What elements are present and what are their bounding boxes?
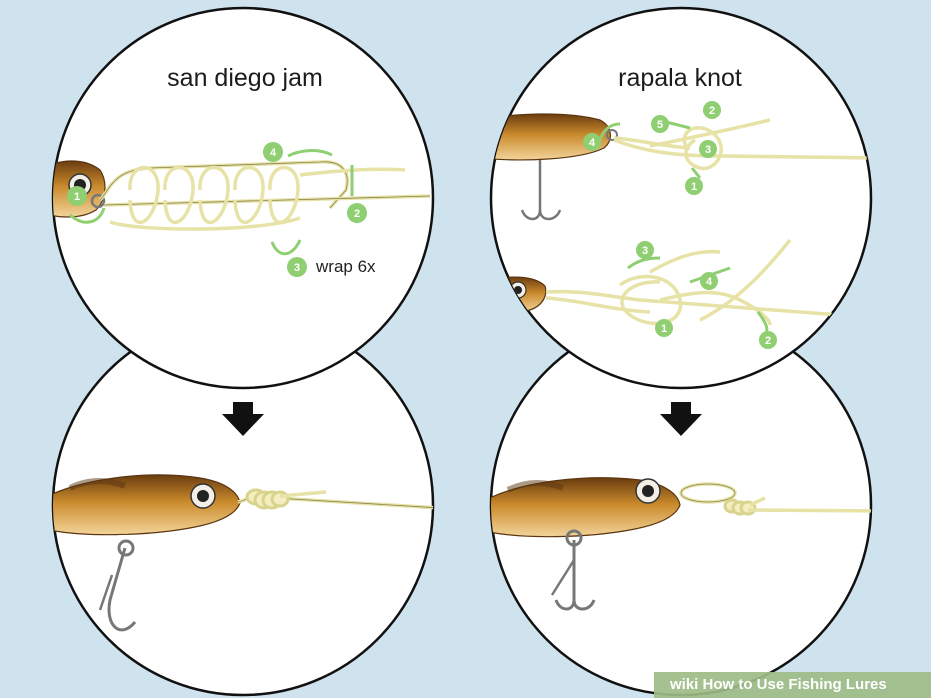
step-number: 4 xyxy=(589,137,596,149)
down-arrow xyxy=(660,402,702,436)
watermark-banner: wiki How to Use Fishing Lures xyxy=(654,672,931,698)
step-number: 3 xyxy=(642,245,648,257)
step-number: 1 xyxy=(74,191,80,203)
step-number: 1 xyxy=(661,323,667,335)
lure-body xyxy=(491,477,681,538)
step-number: 4 xyxy=(270,147,277,159)
down-arrow xyxy=(222,402,264,436)
wrap-count-label: wrap 6x xyxy=(316,257,376,276)
watermark-title: How to Use Fishing Lures xyxy=(702,676,887,693)
hook xyxy=(107,547,137,632)
step-number: 2 xyxy=(765,335,771,347)
knot-title-left: san diego jam xyxy=(167,64,323,92)
step-markers: 1 2 3 4 xyxy=(67,142,367,277)
lure-body xyxy=(491,276,547,313)
step-markers: 1 2 3 4 5 1 2 3 4 xyxy=(583,101,777,349)
top-left-panel: 1 2 3 4 xyxy=(51,6,435,390)
wraps xyxy=(109,165,301,231)
top-right-panel: 1 2 3 4 5 1 2 3 4 xyxy=(489,6,873,390)
knot-title-right: rapala knot xyxy=(618,64,742,92)
step-number: 2 xyxy=(709,105,715,117)
lure-body xyxy=(491,113,611,161)
step-arrows xyxy=(69,149,354,256)
watermark-brand: wiki xyxy=(670,676,699,693)
step-number: 3 xyxy=(294,262,300,274)
knot-line xyxy=(747,508,871,513)
step-number: 2 xyxy=(354,208,360,220)
step-number: 3 xyxy=(705,144,711,156)
step-number: 1 xyxy=(691,181,697,193)
bottom-left-panel xyxy=(51,313,435,697)
step-number: 4 xyxy=(706,276,713,288)
bottom-right-panel xyxy=(489,313,873,697)
step-number: 5 xyxy=(657,119,663,131)
